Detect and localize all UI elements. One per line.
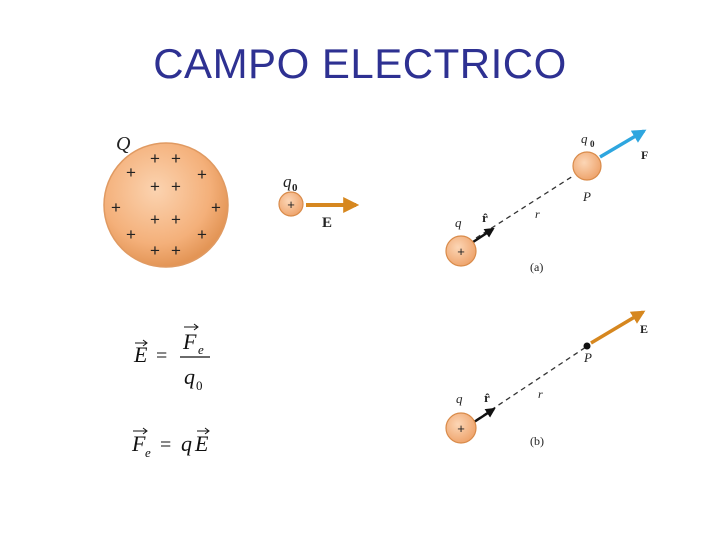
plus-sign: + bbox=[126, 163, 136, 182]
vector-arrow bbox=[135, 339, 148, 347]
plus-sign: + bbox=[171, 177, 181, 196]
equation-force: F e = q E bbox=[131, 427, 210, 460]
sphere-plus-signs: + + + + + + + + + + + + + + bbox=[111, 149, 221, 260]
plus-sign: + bbox=[171, 241, 181, 260]
point-p-dot bbox=[583, 342, 591, 350]
separation-line bbox=[475, 175, 574, 239]
diagram-a: + q r̂ r q 0 P F (a) bbox=[445, 129, 648, 274]
source-charge-a bbox=[445, 235, 477, 267]
source-charge-b bbox=[445, 412, 477, 444]
plus-sign: + bbox=[171, 149, 181, 168]
vector-arrow bbox=[184, 323, 199, 331]
plus-sign: + bbox=[150, 241, 160, 260]
separation-line bbox=[475, 346, 587, 421]
test-charge-sign: + bbox=[287, 197, 295, 212]
unit-vector-label: r̂ bbox=[482, 210, 488, 225]
eq1-numerator: F bbox=[182, 329, 197, 354]
eq2-lhs-subscript: e bbox=[145, 445, 151, 460]
field-label: E bbox=[640, 322, 648, 336]
source-charge-a-label: q bbox=[455, 215, 462, 230]
field-label: E bbox=[322, 215, 332, 231]
eq1-denominator: q bbox=[184, 364, 195, 389]
eq1-numerator-subscript: e bbox=[198, 342, 204, 357]
plus-sign: + bbox=[126, 225, 136, 244]
eq2-lhs: F bbox=[131, 431, 146, 456]
unit-vector-label: r̂ bbox=[484, 390, 490, 405]
test-charge-a bbox=[572, 151, 602, 181]
plus-sign: + bbox=[150, 177, 160, 196]
vector-arrow bbox=[197, 427, 210, 435]
plus-sign: + bbox=[197, 165, 207, 184]
vector-arrow bbox=[133, 427, 148, 435]
eq1-equals: = bbox=[156, 345, 167, 367]
caption-a: (a) bbox=[530, 260, 543, 274]
source-charge-b-label: q bbox=[456, 391, 463, 406]
eq2-equals: = bbox=[160, 434, 171, 456]
unit-vector-arrow bbox=[469, 227, 495, 246]
test-charge-circle bbox=[278, 191, 304, 217]
test-charge-subscript: 0 bbox=[292, 182, 298, 194]
eq2-rhs-q: q bbox=[181, 431, 192, 456]
page-title: CAMPO ELECTRICO bbox=[153, 40, 567, 87]
source-charge-b-sign: + bbox=[457, 421, 465, 436]
eq1-lhs: E bbox=[133, 342, 148, 367]
distance-label: r bbox=[538, 387, 543, 401]
sphere-body bbox=[103, 142, 229, 268]
point-p-label: P bbox=[583, 350, 592, 365]
point-p-label: P bbox=[582, 189, 591, 204]
diagram-b: + q r̂ r P E (b) bbox=[445, 310, 648, 448]
equation-field-definition: E = F e q 0 bbox=[133, 323, 210, 393]
eq1-denominator-subscript: 0 bbox=[196, 378, 203, 393]
plus-sign: + bbox=[150, 149, 160, 168]
test-charge-label: q bbox=[283, 172, 292, 191]
force-arrow bbox=[599, 129, 647, 159]
field-arrow bbox=[590, 310, 646, 345]
test-charge-group: q 0 + E bbox=[278, 172, 360, 231]
eq2-rhs-E: E bbox=[194, 431, 209, 456]
plus-sign: + bbox=[150, 210, 160, 229]
plus-sign: + bbox=[111, 198, 121, 217]
test-charge-a-label: q bbox=[581, 131, 588, 146]
distance-label: r bbox=[535, 207, 540, 221]
plus-sign: + bbox=[197, 225, 207, 244]
plus-sign: + bbox=[171, 210, 181, 229]
source-charge-a-sign: + bbox=[457, 244, 465, 259]
source-charge-sphere: Q + + + + + + + + + + + + + + bbox=[103, 133, 229, 268]
plus-sign: + bbox=[211, 198, 221, 217]
caption-b: (b) bbox=[530, 434, 544, 448]
force-label: F bbox=[641, 148, 648, 162]
test-charge-a-subscript: 0 bbox=[590, 139, 595, 149]
sphere-charge-label: Q bbox=[116, 133, 131, 155]
